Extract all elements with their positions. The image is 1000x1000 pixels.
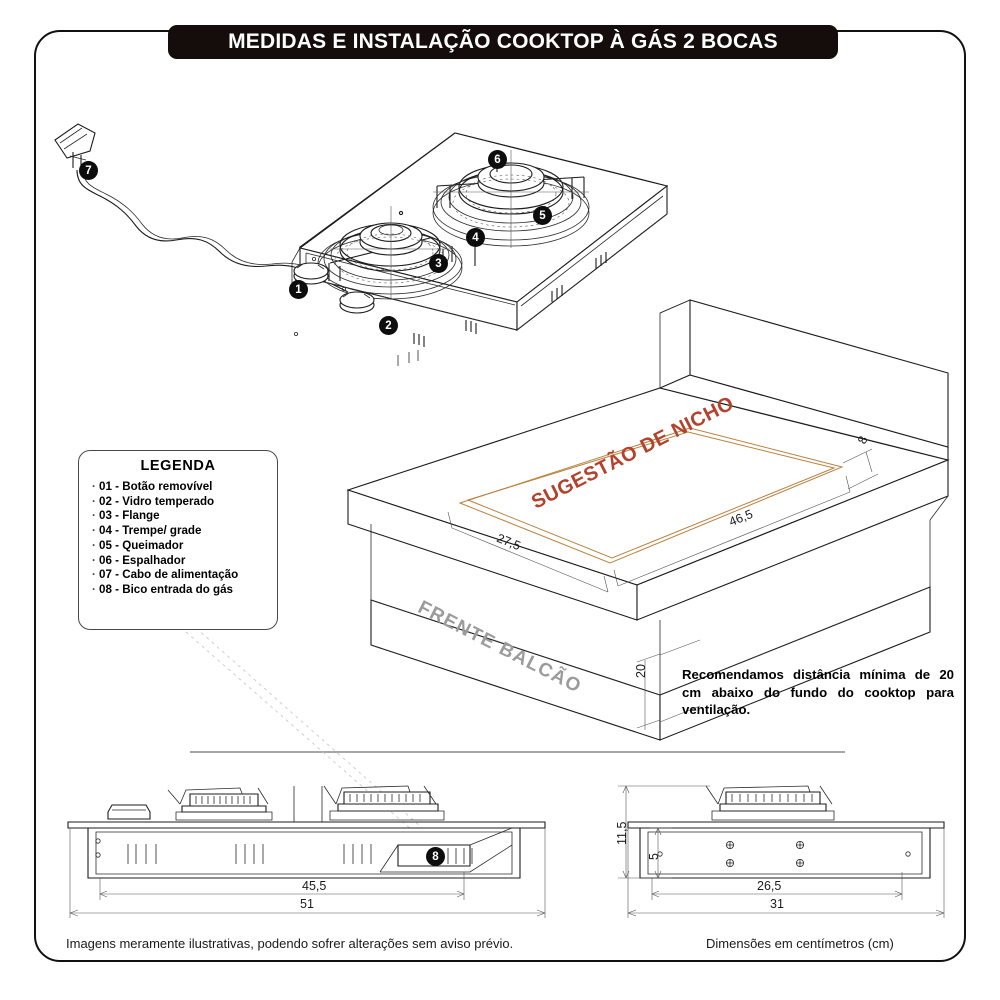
dim-front-width-outer: 51 (300, 897, 314, 911)
footer-units: Dimensões em centímetros (cm) (706, 936, 894, 951)
legend-list: 01 - Botão removível 02 - Vidro temperad… (79, 480, 277, 598)
callout-5[interactable]: 5 (533, 206, 552, 225)
dim-side-depth-outer: 31 (770, 897, 784, 911)
front-elevation (67, 785, 546, 918)
callout-4[interactable]: 4 (466, 228, 485, 247)
cooktop-isometric (291, 132, 669, 366)
page-title: MEDIDAS E INSTALAÇÃO COOKTOP À GÁS 2 BOC… (228, 30, 778, 53)
dim-side-height-body: 5 (647, 853, 661, 860)
callout-8-label: 8 (432, 850, 439, 863)
legend-item-04: 04 - Trempe/ grade (92, 524, 277, 539)
ventilation-note: Recomendamos distância mínima de 20 cm a… (682, 667, 954, 717)
callout-1[interactable]: 1 (289, 280, 308, 299)
callout-7-label: 7 (85, 164, 92, 177)
legend-title: LEGENDA (140, 458, 216, 474)
legend-item-05: 05 - Queimador (92, 539, 277, 554)
dim-front-width-inner: 45,5 (302, 879, 327, 893)
callout-3-label: 3 (435, 257, 442, 270)
counter-isometric (346, 299, 950, 741)
screw-marks (726, 841, 805, 868)
burner-rear-group (432, 150, 590, 248)
dim-clearance-20: 20 (634, 664, 648, 678)
legend-item-03: 03 - Flange (92, 509, 277, 524)
callout-4-label: 4 (472, 231, 479, 244)
callout-6-label: 6 (494, 153, 501, 166)
legend-leader (185, 631, 438, 853)
callout-6[interactable]: 6 (488, 150, 507, 169)
title-banner: MEDIDAS E INSTALAÇÃO COOKTOP À GÁS 2 BOC… (168, 25, 838, 59)
footer-disclaimer: Imagens meramente ilustrativas, podendo … (66, 936, 514, 951)
callout-8[interactable]: 8 (426, 847, 445, 866)
callout-2[interactable]: 2 (379, 316, 398, 335)
callout-1-label: 1 (295, 283, 302, 296)
legend-item-06: 06 - Espalhador (92, 554, 277, 569)
power-cord-group (54, 123, 353, 293)
callout-3[interactable]: 3 (429, 254, 448, 273)
burner-front-group (317, 206, 463, 300)
legend-item-01: 01 - Botão removível (92, 480, 277, 495)
dim-side-depth-inner: 26,5 (757, 879, 782, 893)
legend-item-07: 07 - Cabo de alimentação (92, 568, 277, 583)
legend-box: LEGENDA 01 - Botão removível 02 - Vidro … (78, 450, 278, 630)
callout-5-label: 5 (539, 209, 546, 222)
dim-side-height-total: 11,5 (615, 821, 629, 845)
knob-group (293, 262, 375, 314)
side-elevation (618, 785, 945, 918)
callout-2-label: 2 (385, 319, 392, 332)
legend-item-08: 08 - Bico entrada do gás (92, 583, 277, 598)
callout-7[interactable]: 7 (79, 161, 98, 180)
legend-item-02: 02 - Vidro temperado (92, 495, 277, 510)
